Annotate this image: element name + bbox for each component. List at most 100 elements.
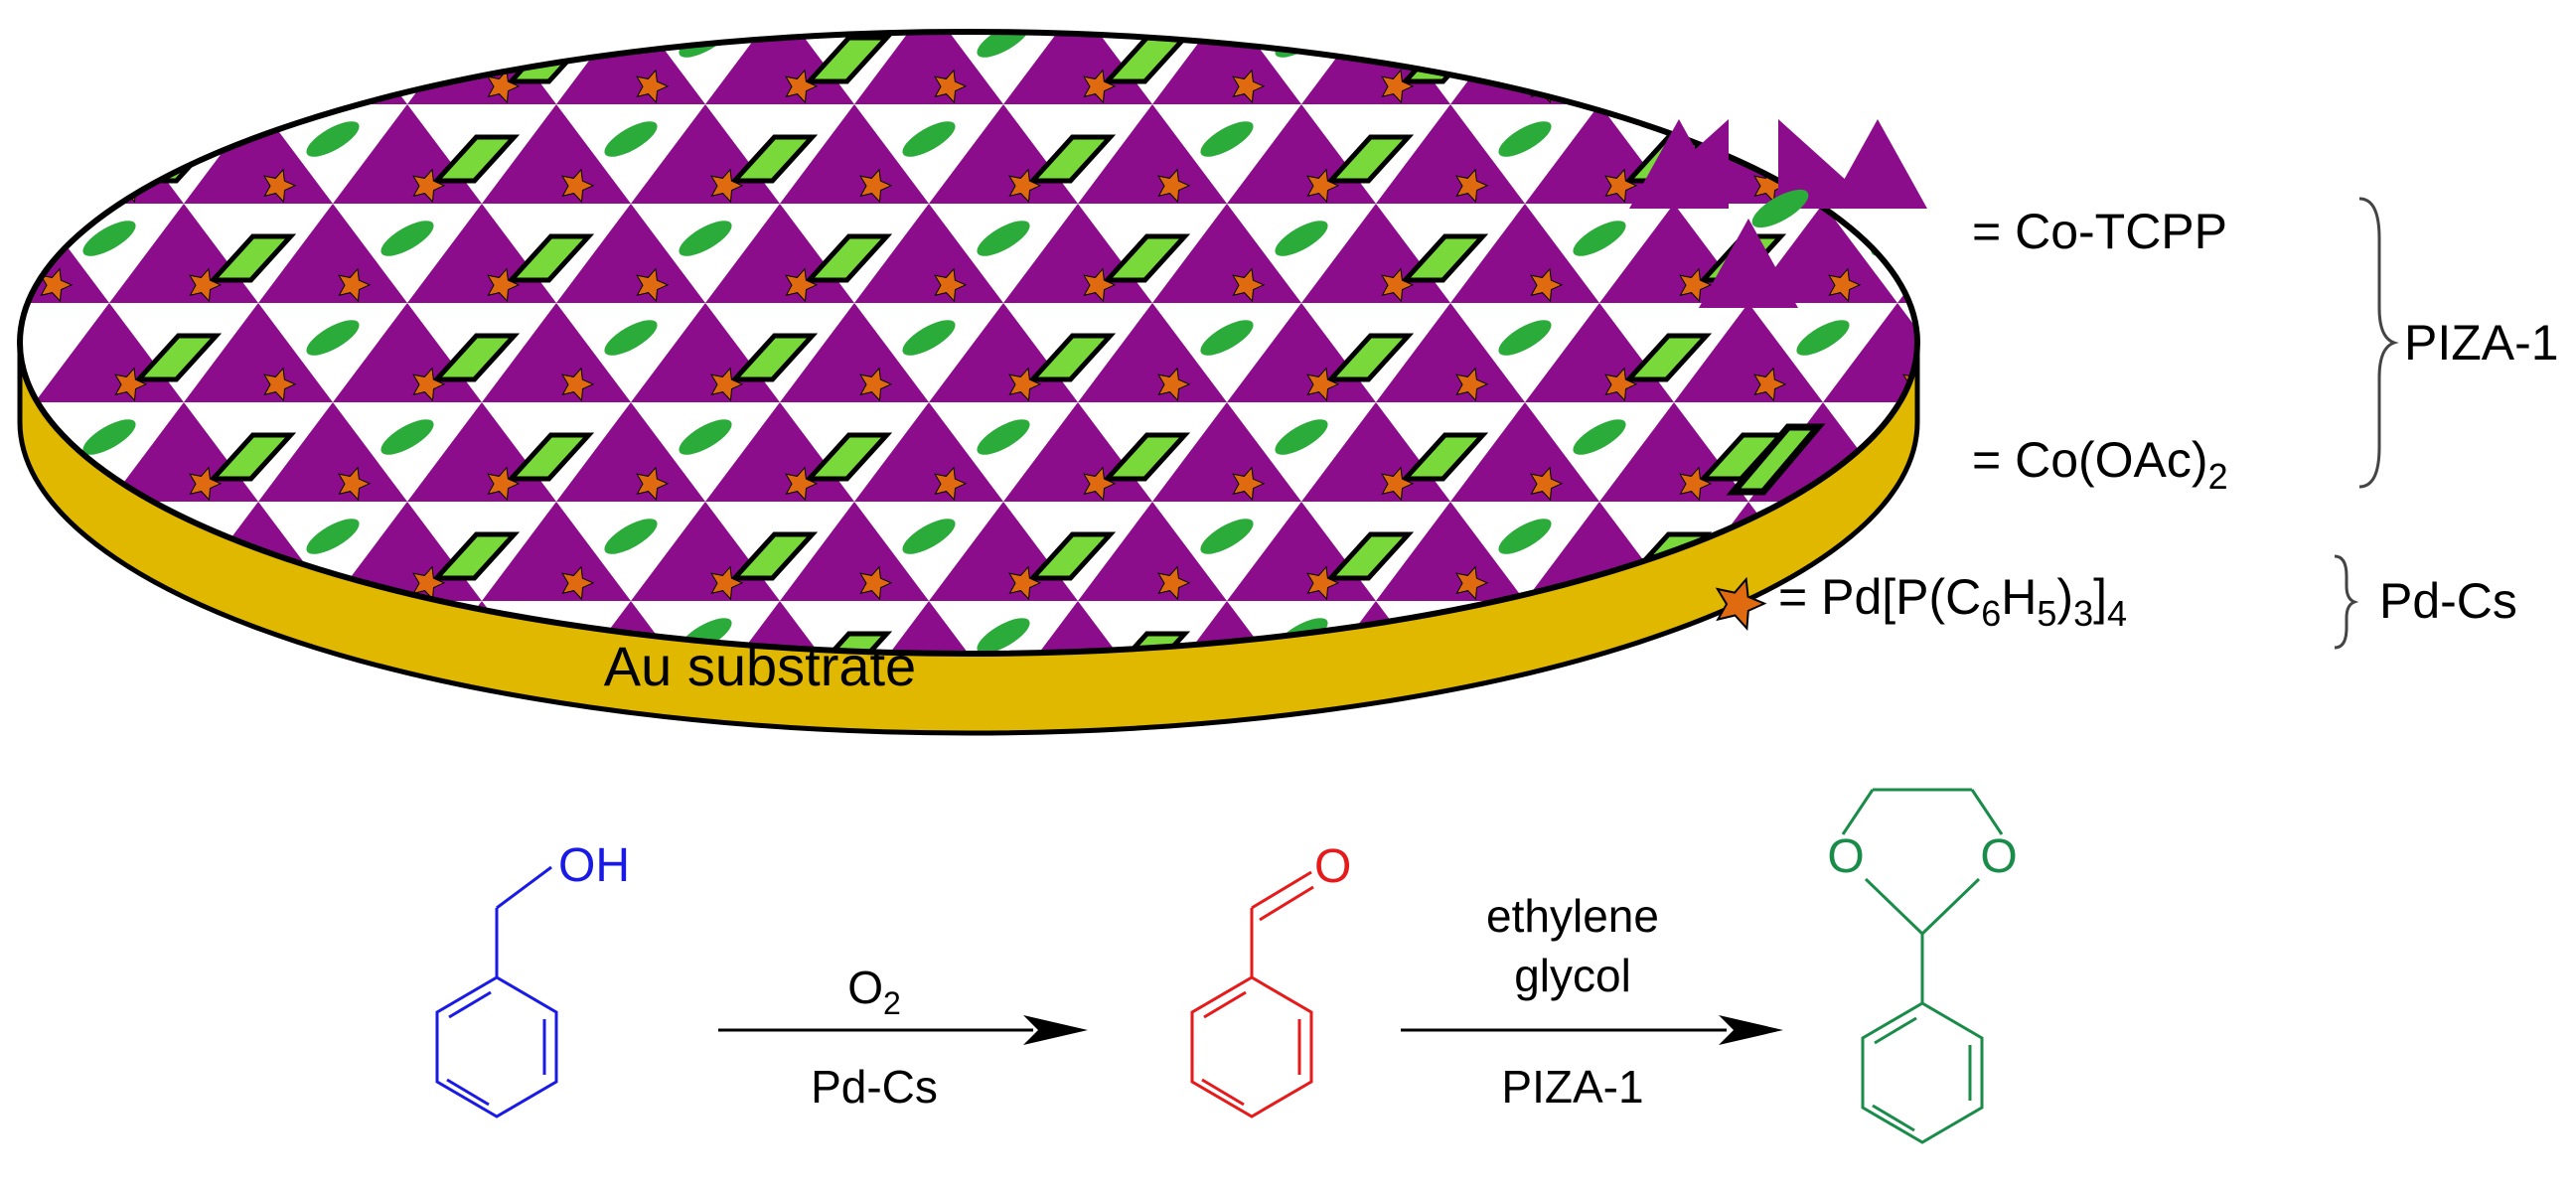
pd-star (1008, 168, 1042, 204)
legend: = Co-TCPP = Co(OAc)2 = Pd[P(C6H5)3]4 PIZ… (1629, 119, 2559, 650)
co-oac2-rhombus (1324, 333, 1415, 382)
pd-star (40, 69, 74, 104)
pd-star (339, 667, 370, 698)
pd-star (859, 565, 893, 601)
linker-ellipse (1573, 221, 1626, 256)
linker-ellipse (82, 32, 136, 58)
co-tcpp-triangle (184, 303, 333, 402)
co-tcpp-triangle (780, 104, 929, 204)
pd-star (114, 367, 148, 402)
co-tcpp-triangle (1152, 32, 1301, 104)
reaction-arrow-2 (1401, 1015, 1783, 1045)
pd-star (1232, 267, 1266, 303)
aldehyde-o-label: O (1314, 840, 1351, 893)
co-tcpp-triangle (1450, 402, 1599, 502)
co-oac2-rhombus (505, 233, 595, 283)
co-oac2-rhombus (207, 631, 297, 654)
pd-star (412, 565, 446, 601)
pd-star (412, 367, 446, 402)
co-tcpp-triangle (1972, 303, 2121, 402)
legend-co-tcpp: = Co-TCPP (1972, 204, 2227, 259)
pd-star (1604, 168, 1638, 204)
co-oac2-rhombus (1026, 134, 1117, 184)
pd-star (263, 168, 297, 204)
co-tcpp-triangle (258, 402, 407, 502)
co-tcpp-triangle (1674, 303, 1823, 402)
benzaldehyde (1190, 870, 1314, 1118)
linker-ellipse (1275, 419, 1328, 455)
pd-star (190, 667, 221, 698)
co-tcpp-triangle (20, 601, 109, 654)
pd-star (1455, 367, 1489, 402)
pd-star (636, 267, 670, 303)
pd-star (561, 168, 595, 204)
co-oac2-rhombus (728, 134, 819, 184)
co-tcpp-triangle (556, 402, 705, 502)
co-oac2-rhombus (1927, 137, 2005, 181)
co-tcpp-triangle (854, 402, 1003, 502)
co-oac2-rhombus (207, 233, 297, 283)
pd-star (2052, 369, 2083, 400)
co-oac2-rhombus (803, 233, 893, 283)
co-oac2-rhombus (1026, 531, 1117, 581)
pd-star (1008, 367, 1042, 402)
pd-star (561, 565, 595, 601)
pd-star (1679, 466, 1713, 502)
co-oac2-rhombus (1697, 631, 1787, 654)
step2-reagent-line2: glycol (1514, 950, 1631, 1001)
linker-ellipse (306, 320, 360, 356)
co-oac2-rhombus (1399, 233, 1489, 283)
co-tcpp-triangle (1078, 303, 1227, 402)
group-pdcs-label: Pd-Cs (2379, 573, 2517, 629)
pd-star (1829, 667, 1860, 698)
pd-star (1828, 69, 1862, 104)
pd-star (189, 267, 223, 303)
co-tcpp-triangle (482, 502, 631, 601)
co-tcpp-triangle (1748, 204, 1897, 303)
linker-ellipse (2090, 512, 2153, 560)
pd-star (1828, 267, 1862, 303)
co-oac2-rhombus (505, 432, 595, 482)
co-tcpp-triangle (1823, 303, 1917, 402)
pd-star (1232, 69, 1266, 104)
linker-ellipse (1200, 121, 1254, 157)
co-tcpp-triangle (1078, 502, 1227, 601)
pd-star (934, 466, 968, 502)
pd-star (412, 168, 446, 204)
pd-star (487, 267, 521, 303)
co-oac2-icon (1726, 423, 1826, 496)
pd-star (1679, 267, 1713, 303)
pd-star (934, 267, 968, 303)
co-tcpp-triangle (1972, 104, 2121, 204)
film-outline (17, 29, 1920, 657)
linker-ellipse (2090, 313, 2153, 362)
pd-star (1381, 267, 1415, 303)
co-oac2-rhombus (1026, 333, 1117, 382)
benzyl-alcohol (435, 865, 558, 1118)
co-oac2-rhombus (1324, 134, 1415, 184)
co-tcpp-triangle (1599, 32, 1748, 104)
step1-catalyst: Pd-Cs (811, 1061, 938, 1113)
co-tcpp-triangle (184, 104, 333, 204)
linker-ellipse (380, 221, 434, 256)
co-oac2-rhombus (728, 531, 819, 581)
linker-ellipse (1275, 221, 1328, 256)
linker-ellipse (679, 419, 732, 455)
co-tcpp-triangle (1078, 104, 1227, 204)
pd-star (785, 69, 819, 104)
pd-star (859, 367, 893, 402)
linker-ellipse (1498, 519, 1552, 554)
pd-star (41, 667, 72, 698)
linker-ellipse (82, 221, 136, 256)
pd-star (1530, 267, 1564, 303)
pd-star (1381, 466, 1415, 502)
linker-ellipse (977, 618, 1030, 654)
co-tcpp-triangle (780, 303, 929, 402)
pd-star (1679, 69, 1713, 104)
pd-star (189, 466, 223, 502)
step2-catalyst: PIZA-1 (1501, 1061, 1643, 1113)
pd-star (487, 466, 521, 502)
dioxolane-o2-label: O (1980, 830, 2017, 883)
co-oac2-rhombus (1927, 336, 2005, 379)
linker-ellipse (902, 121, 956, 157)
